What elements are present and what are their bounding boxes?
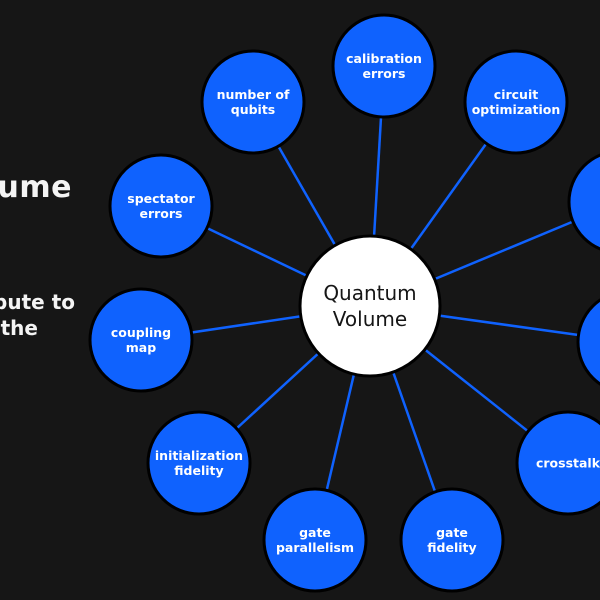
- node-circle: [567, 153, 600, 251]
- node-circle: [515, 410, 600, 516]
- node-label: errors: [140, 206, 183, 221]
- node-label: spectator: [127, 191, 195, 206]
- node-label: gate: [299, 525, 331, 540]
- node-label: circuit: [494, 87, 538, 102]
- factor-nodes: calibrationerrorscircuitoptimizationcohm…: [88, 13, 600, 593]
- node-crosstalk: crosstalk: [515, 410, 600, 516]
- node-circle: [200, 49, 306, 155]
- node-measurement: me: [576, 298, 600, 386]
- node-circle: [262, 487, 368, 593]
- node-label: initialization: [155, 448, 243, 463]
- slide-title-fragment: ume: [0, 170, 72, 205]
- center-label: Quantum: [323, 281, 416, 305]
- node-circle: [576, 298, 600, 386]
- node-circle: [146, 410, 252, 516]
- node-label: errors: [363, 66, 406, 81]
- node-label: fidelity: [427, 540, 476, 555]
- center-circle: [298, 234, 442, 378]
- center-label: Volume: [333, 307, 407, 331]
- node-label: qubits: [231, 102, 276, 117]
- node-circle: [331, 13, 437, 119]
- node-circle: [463, 49, 569, 155]
- node-label: crosstalk: [536, 456, 600, 471]
- slide-body-line-1-fragment: bute to: [0, 290, 75, 314]
- node-circle: [88, 287, 194, 393]
- node-label: gate: [436, 525, 468, 540]
- node-label: optimization: [472, 102, 561, 117]
- node-label: number of: [217, 87, 290, 102]
- node-circle: [399, 487, 505, 593]
- node-label: map: [126, 340, 156, 355]
- node-coherence: coh: [567, 153, 600, 251]
- slide-body-line-2-fragment: the: [0, 316, 38, 340]
- node-label: fidelity: [174, 463, 223, 478]
- node-label: parallelism: [276, 540, 354, 555]
- node-label: calibration: [346, 51, 422, 66]
- node-label: coupling: [111, 325, 171, 340]
- node-circle: [108, 153, 214, 259]
